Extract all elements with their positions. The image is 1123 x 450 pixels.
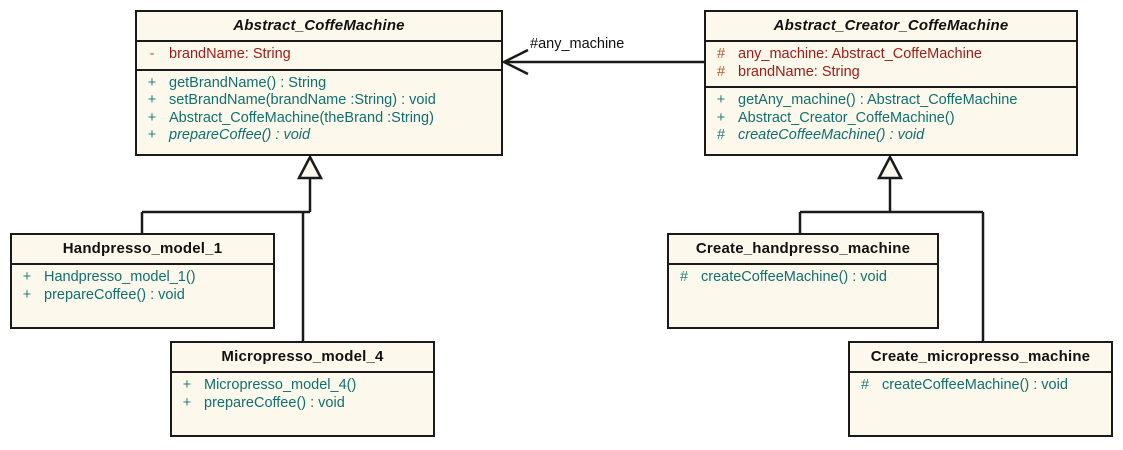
compartment-spacer [669, 287, 937, 307]
association-any-machine [501, 48, 704, 76]
operation-row: + Micropresso_model_4() [172, 377, 433, 395]
visibility-marker: # [679, 269, 689, 285]
operation-row: + Abstract_CoffeMachine(theBrand :String… [137, 110, 501, 128]
operation-signature: setBrandName(brandName :String) : void [169, 92, 436, 108]
attribute-signature: brandName: String [738, 63, 860, 80]
operation-row: # createCoffeeMachine() : void [706, 127, 1076, 145]
compartment-spacer [850, 395, 1111, 415]
visibility-marker: # [716, 127, 726, 143]
operation-row: + setBrandName(brandName :String) : void [137, 92, 501, 110]
visibility-marker: + [147, 109, 157, 126]
operations-compartment: + Micropresso_model_4() + prepareCoffee(… [172, 371, 433, 437]
class-box-abstract-creator-coffemachine[interactable]: Abstract_Creator_CoffeMachine # any_mach… [704, 10, 1078, 156]
operations-compartment: + getBrandName() : String + setBrandName… [137, 68, 501, 150]
visibility-marker: + [182, 394, 192, 411]
visibility-marker: # [716, 63, 726, 80]
visibility-marker: + [147, 92, 157, 108]
operation-row: # createCoffeeMachine() : void [669, 269, 937, 287]
operation-signature: Micropresso_model_4() [204, 377, 357, 393]
compartment-spacer [172, 412, 433, 432]
operation-row: + prepareCoffee() : void [137, 127, 501, 145]
operation-signature: createCoffeeMachine() : void [882, 377, 1068, 393]
operation-row: + Abstract_Creator_CoffeMachine() [706, 110, 1076, 128]
operation-row: + prepareCoffee() : void [172, 395, 433, 413]
operation-signature: Abstract_Creator_CoffeMachine() [738, 109, 955, 126]
attributes-compartment: # any_machine: Abstract_CoffeMachine # b… [706, 40, 1076, 86]
class-box-handpresso-model-1[interactable]: Handpresso_model_1 + Handpresso_model_1(… [10, 233, 275, 329]
compartment-spacer [12, 304, 273, 324]
attribute-signature: brandName: String [169, 46, 291, 62]
class-title-create-micropresso-machine: Create_micropresso_machine [870, 348, 1091, 365]
attribute-row: # any_machine: Abstract_CoffeMachine [706, 46, 1076, 64]
operation-signature: createCoffeeMachine() : void [738, 127, 925, 143]
class-title-handpresso-model-1: Handpresso_model_1 [62, 240, 223, 257]
operation-row: + Handpresso_model_1() [12, 269, 273, 287]
operations-compartment: # createCoffeeMachine() : void [850, 371, 1111, 420]
class-box-micropresso-model-4[interactable]: Micropresso_model_4 + Micropresso_model_… [170, 341, 435, 437]
class-box-create-micropresso-machine[interactable]: Create_micropresso_machine # createCoffe… [848, 341, 1113, 437]
visibility-marker: # [860, 377, 870, 393]
operation-row: + prepareCoffee() : void [12, 287, 273, 305]
attribute-signature: any_machine: Abstract_CoffeMachine [738, 46, 982, 62]
operation-row: + getAny_machine() : Abstract_CoffeMachi… [706, 92, 1076, 110]
operation-signature: getAny_machine() : Abstract_CoffeMachine [738, 92, 1018, 108]
operations-compartment: # createCoffeeMachine() : void [669, 263, 937, 312]
class-title-abstract-creator-coffemachine: Abstract_Creator_CoffeMachine [773, 17, 1009, 34]
visibility-marker: + [22, 269, 32, 285]
attribute-row: - brandName: String [137, 46, 501, 64]
class-title-create-handpresso-machine: Create_handpresso_machine [695, 240, 911, 257]
visibility-marker: + [147, 127, 157, 143]
operations-compartment: + Handpresso_model_1() + prepareCoffee()… [12, 263, 273, 329]
visibility-marker: # [716, 46, 726, 62]
class-box-abstract-coffemachine[interactable]: Abstract_CoffeMachine - brandName: Strin… [135, 10, 503, 156]
operations-compartment: + getAny_machine() : Abstract_CoffeMachi… [706, 86, 1076, 150]
visibility-marker: + [182, 377, 192, 393]
visibility-marker: + [147, 74, 157, 91]
operation-signature: prepareCoffee() : void [169, 127, 311, 143]
visibility-marker: + [716, 92, 726, 108]
attribute-row: # brandName: String [706, 64, 1076, 82]
visibility-marker: + [716, 109, 726, 126]
visibility-marker: - [149, 46, 155, 62]
class-title-abstract-coffemachine: Abstract_CoffeMachine [233, 17, 405, 34]
association-label-any-machine: #any_machine [530, 36, 625, 52]
operation-row: # createCoffeeMachine() : void [850, 377, 1111, 395]
operation-signature: Handpresso_model_1() [44, 269, 196, 285]
attributes-compartment: - brandName: String [137, 40, 501, 69]
visibility-marker: + [22, 286, 32, 303]
operation-signature: getBrandName() : String [169, 74, 327, 91]
operation-signature: createCoffeeMachine() : void [701, 269, 887, 285]
operation-row: + getBrandName() : String [137, 75, 501, 93]
class-box-create-handpresso-machine[interactable]: Create_handpresso_machine # createCoffee… [667, 233, 939, 329]
operation-signature: prepareCoffee() : void [44, 286, 185, 303]
class-title-micropresso-model-4: Micropresso_model_4 [221, 348, 384, 365]
operation-signature: prepareCoffee() : void [204, 394, 345, 411]
operation-signature: Abstract_CoffeMachine(theBrand :String) [169, 109, 434, 126]
